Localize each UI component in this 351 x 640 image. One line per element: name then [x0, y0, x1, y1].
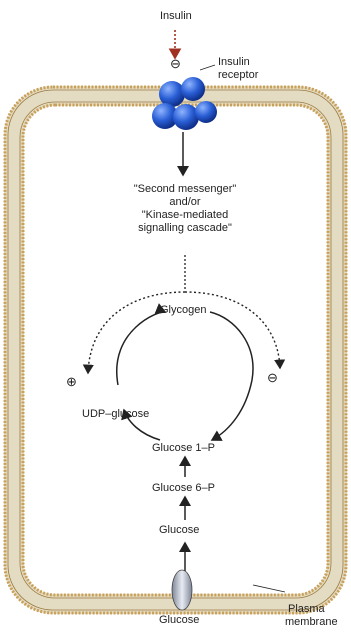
receptor-subunit: [173, 104, 199, 130]
messenger-label-line1: "Second messenger": [100, 183, 270, 195]
plasma-membrane-label-line1: Plasma: [288, 603, 325, 615]
messenger-label-line3: "Kinase-mediated: [100, 209, 270, 221]
insulin-label: Insulin: [160, 10, 192, 22]
glycogen-label: Glycogen: [160, 304, 206, 316]
receptor-subunit: [181, 77, 205, 101]
messenger-label-line2: and/or: [100, 196, 270, 208]
breakdown-arrow: [210, 312, 253, 440]
membrane-pointer-line: [253, 585, 285, 592]
udp-glucose-label: UDP–glucose: [82, 408, 149, 420]
receptor-subunit: [159, 81, 185, 107]
left-positive-sign: ⊕: [66, 376, 77, 388]
glucose-6p-label: Glucose 6–P: [152, 482, 215, 494]
synthesis-arrow: [117, 312, 165, 385]
messenger-label-line4: signalling cascade": [100, 222, 270, 234]
receptor-subunit: [195, 101, 217, 123]
receptor-label-line2: receptor: [218, 69, 258, 81]
plasma-membrane-label-line2: membrane: [285, 616, 338, 628]
glucose-inside-label: Glucose: [159, 524, 199, 536]
receptor-label-line1: Insulin: [218, 56, 250, 68]
glucose-1p-label: Glucose 1–P: [152, 442, 215, 454]
glucose-outside-label: Glucose: [159, 614, 199, 626]
glucose-transporter: [172, 570, 192, 610]
right-negative-sign: ⊖: [267, 372, 278, 384]
receptor-pointer-line: [200, 65, 215, 70]
insulin-negative-sign: ⊖: [170, 58, 181, 70]
